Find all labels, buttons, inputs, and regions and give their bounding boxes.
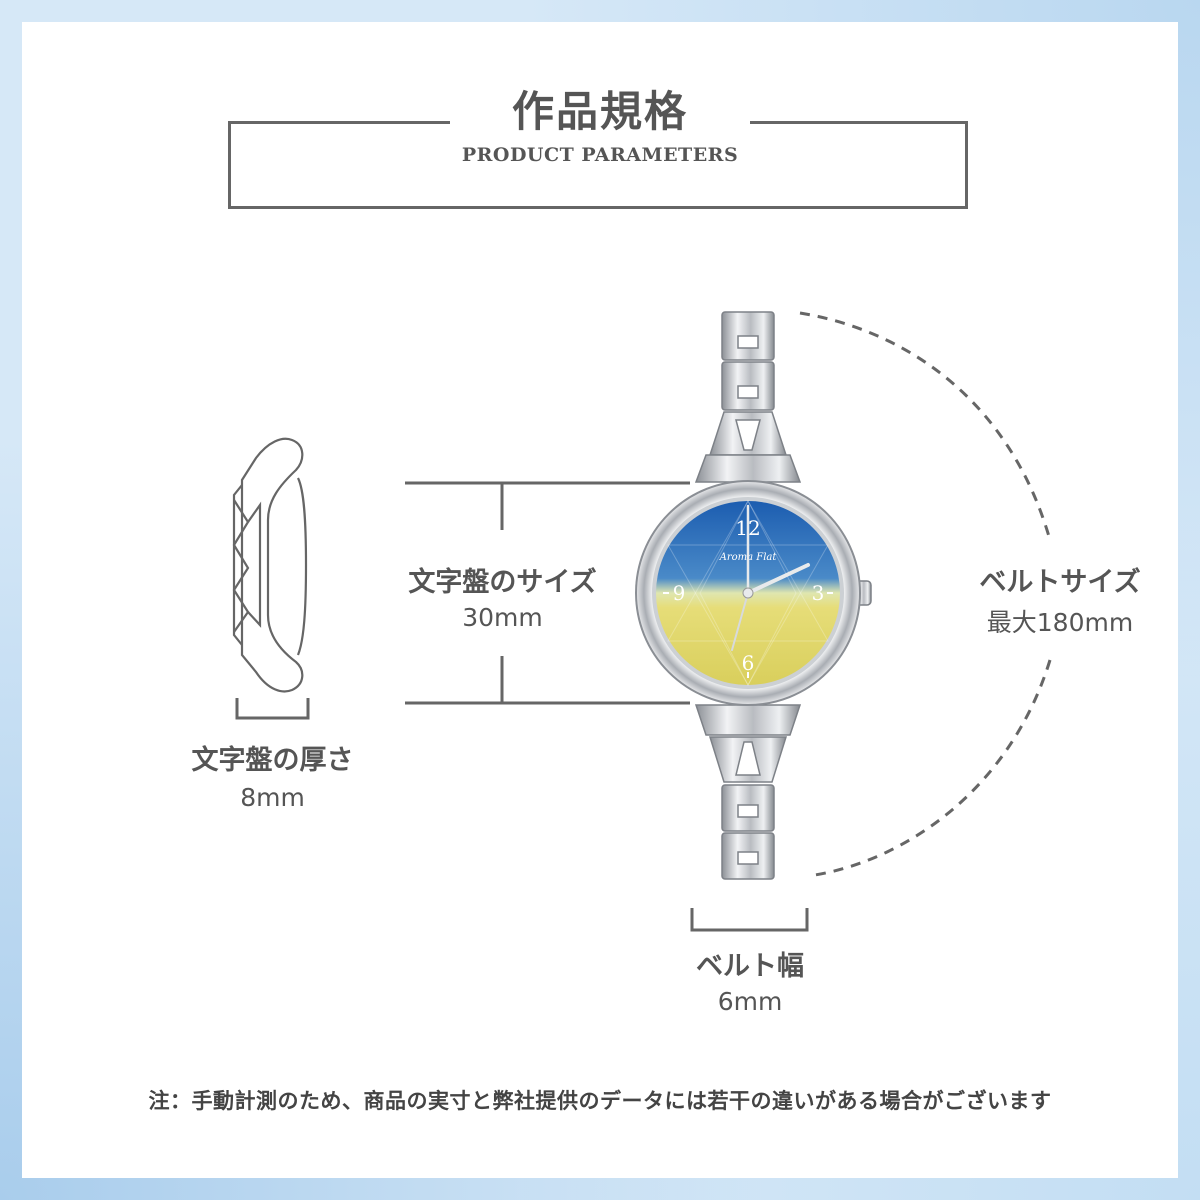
belt-size-value: 最大180mm	[986, 608, 1134, 637]
belt-width-label: ベルト幅	[696, 951, 804, 982]
case-side-profile	[232, 437, 308, 693]
dial-size-label: 文字盤のサイズ	[408, 567, 597, 598]
measurement-note: 注：手動計測のため、商品の実寸と弊社提供のデータには若干の違いがある場合がござい…	[148, 1089, 1052, 1113]
numeral-9: 9	[673, 581, 686, 605]
numeral-6: 6	[742, 651, 755, 675]
watch-bracelet-top	[694, 311, 802, 483]
dial-thickness-label: 文字盤の厚さ	[191, 745, 354, 776]
belt-width-bracket	[690, 908, 809, 932]
watch-hands	[731, 504, 810, 651]
watch-bracelet-bottom	[694, 704, 802, 880]
belt-size-label: ベルトサイズ	[979, 567, 1141, 598]
page-subtitle: PRODUCT PARAMETERS	[461, 144, 739, 166]
content-panel	[22, 22, 1178, 1178]
dial-thickness-value: 8mm	[240, 783, 305, 812]
belt-width-value: 6mm	[717, 987, 783, 1016]
dial-size-dimension	[405, 481, 690, 705]
dial-size-value: 30mm	[462, 603, 543, 632]
numeral-3: 3	[812, 581, 825, 605]
hand-pin	[742, 587, 754, 599]
belt-size-arc-bottom	[814, 659, 1052, 877]
title-frame-gap	[450, 110, 750, 132]
thickness-bracket	[235, 698, 310, 720]
page-title: 作品規格	[511, 87, 688, 136]
belt-size-arc-top	[799, 311, 1052, 541]
